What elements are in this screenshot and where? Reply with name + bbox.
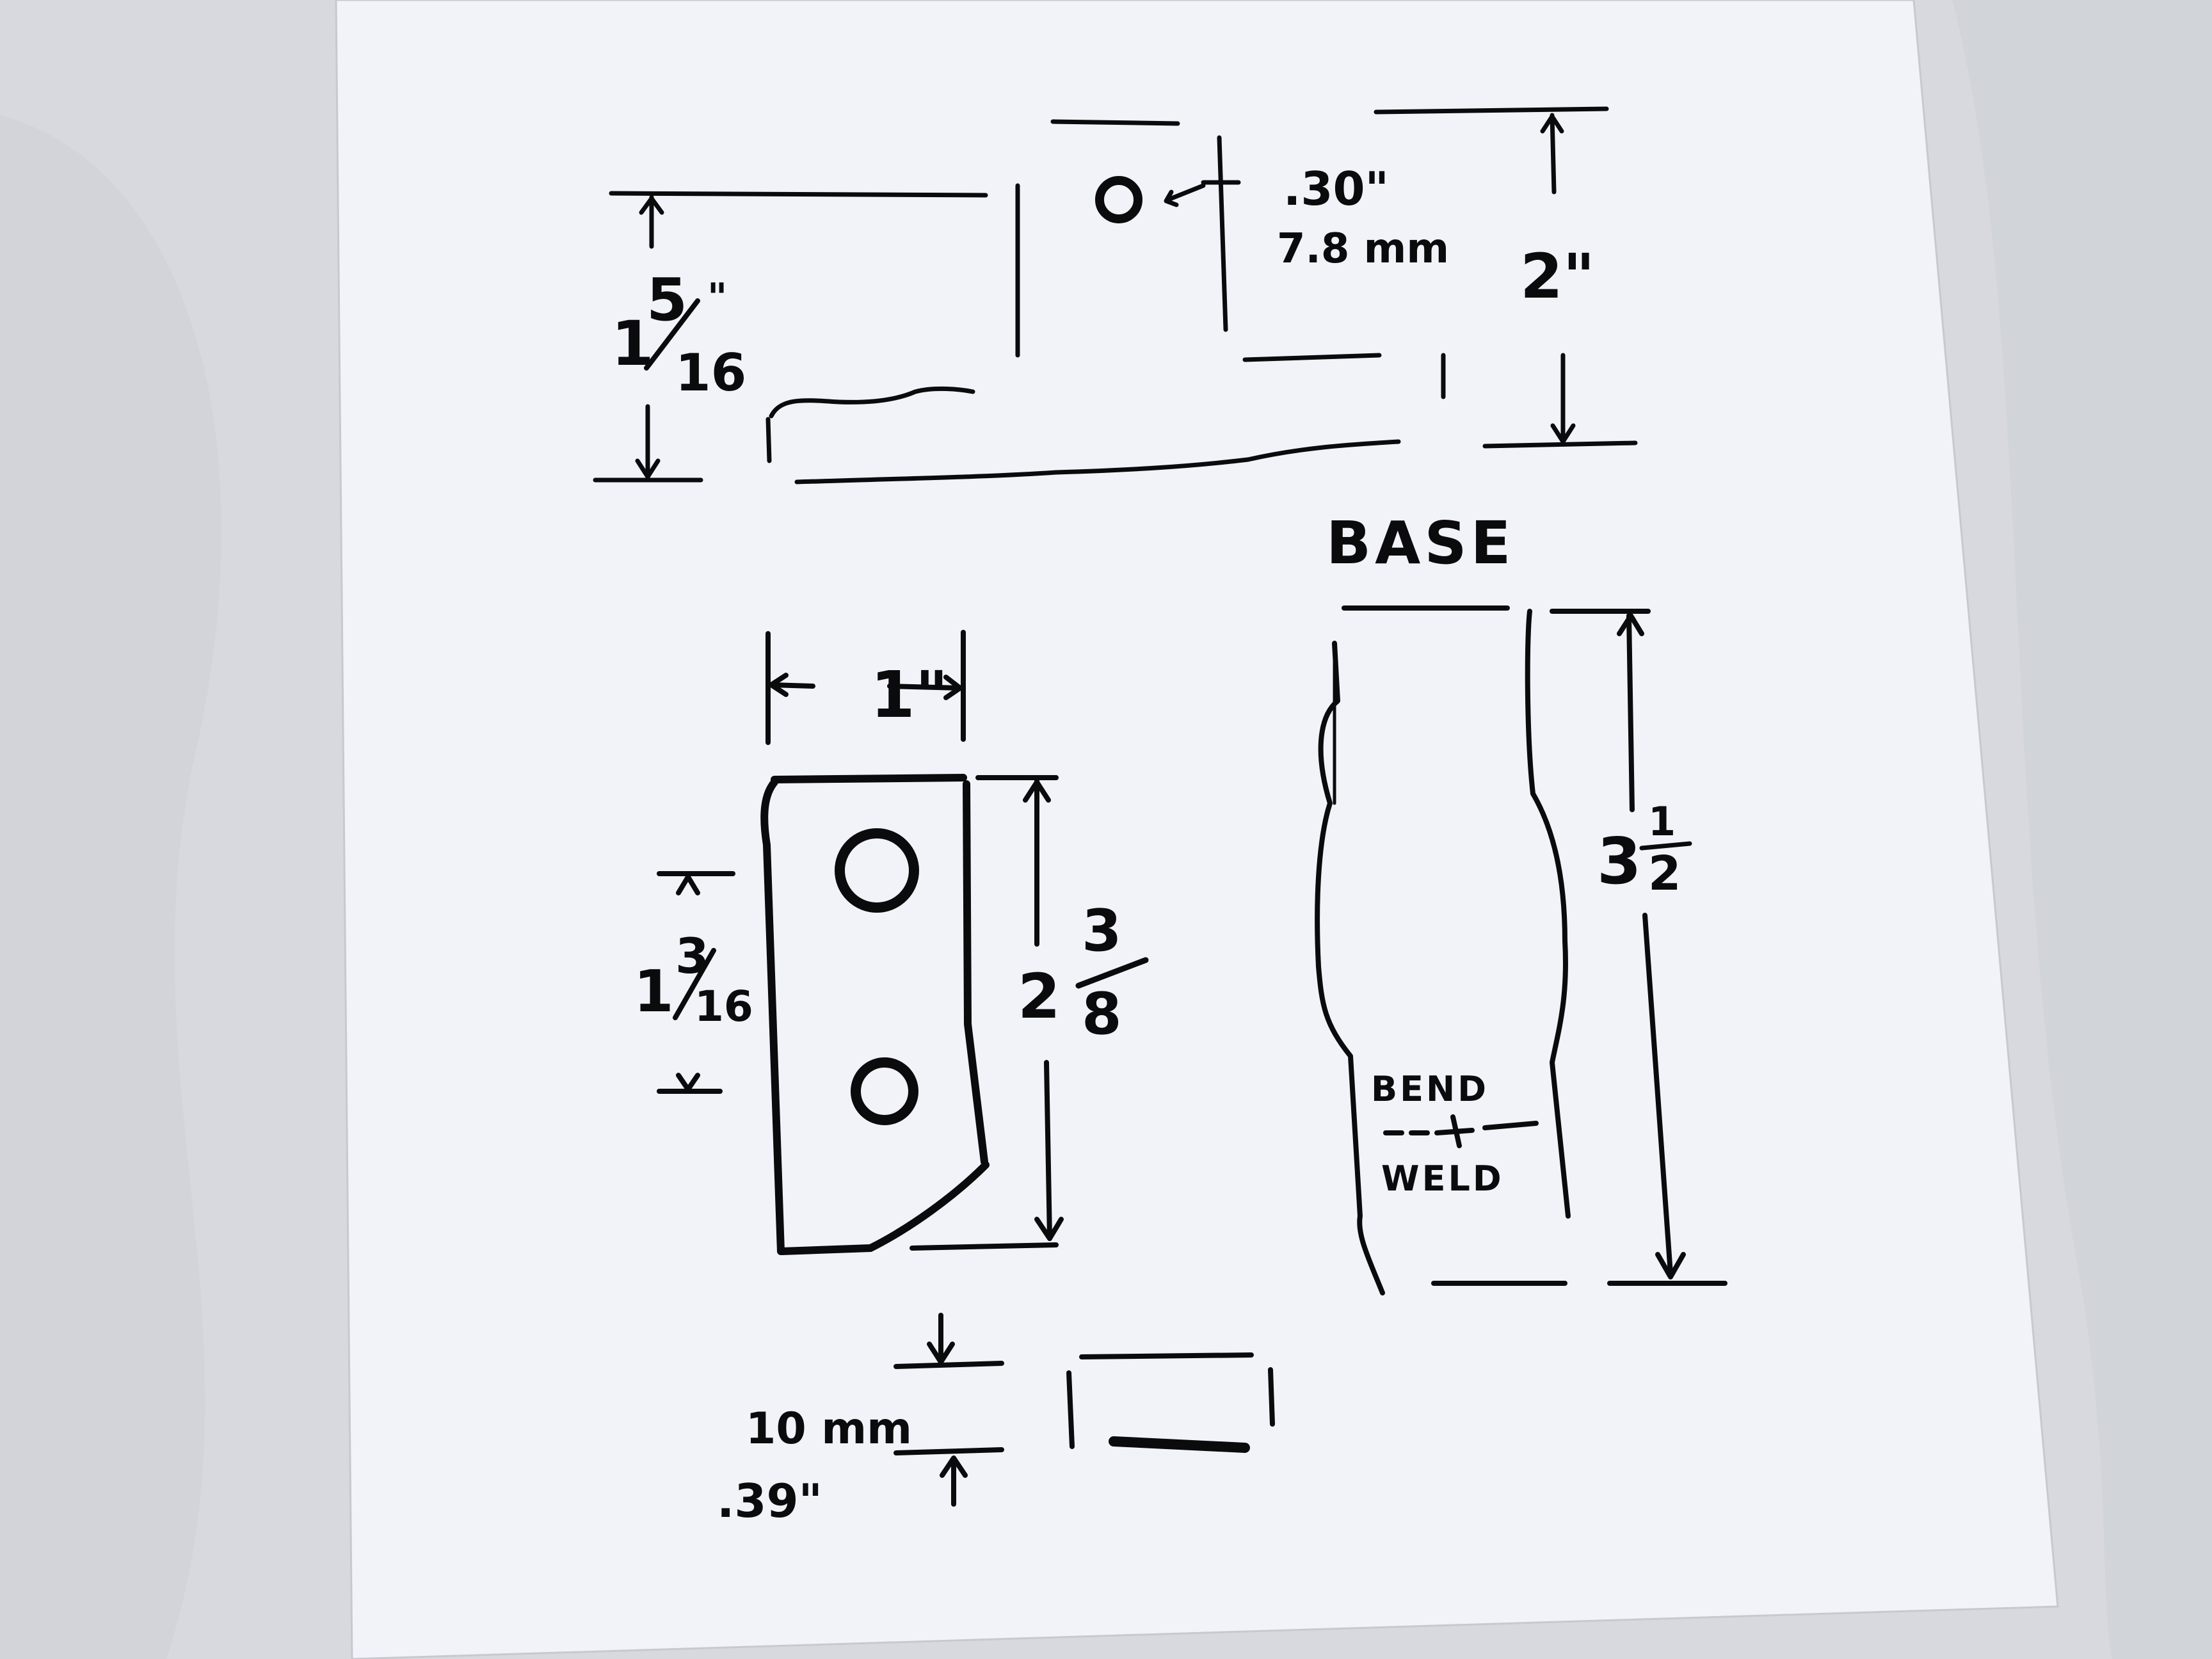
top-dimension-line-right xyxy=(1374,106,1609,115)
right-height-label: 2" xyxy=(1520,241,1595,312)
front-view-sketch xyxy=(657,630,1064,1255)
height-arrowhead-up xyxy=(1023,780,1051,803)
plate-bottom xyxy=(778,1161,990,1255)
height-whole: 2 xyxy=(1018,961,1061,1032)
thickness-arrowhead-down xyxy=(927,1342,955,1365)
arrowhead-down-left xyxy=(635,458,661,479)
section-left xyxy=(1066,1370,1075,1449)
plate-top xyxy=(771,774,967,783)
spacing-slash xyxy=(673,948,716,1020)
base-height-denominator: 2 xyxy=(1648,846,1681,901)
cloth-fold-right xyxy=(1952,0,2212,1659)
height-numerator: 3 xyxy=(1082,897,1122,965)
height-bottom-line xyxy=(910,1242,1059,1251)
thickness-mm-label: 10 mm xyxy=(746,1404,912,1454)
hole-diameter-inches: .30" xyxy=(1283,162,1389,216)
top-dimension-line-left xyxy=(609,191,988,198)
width-label: 1" xyxy=(870,657,949,732)
spacing-denominator: 16 xyxy=(694,982,753,1031)
thickness-inch-label: .39" xyxy=(717,1474,822,1528)
part-bottom-edge xyxy=(794,439,1401,485)
dim-arrow-up-right xyxy=(1550,113,1557,195)
cloth-fold xyxy=(0,115,221,1659)
section-right xyxy=(1268,1367,1275,1427)
width-arrow-right xyxy=(887,684,963,691)
height-arrowhead-down xyxy=(1034,1217,1064,1241)
base-right-edge xyxy=(1525,609,1571,1219)
spacing-arrowhead-down xyxy=(676,1073,700,1092)
plate-hole-top xyxy=(835,828,919,913)
base-arrowhead-up xyxy=(1617,613,1644,636)
bend-tick xyxy=(1450,1114,1462,1148)
thickness-sketch xyxy=(894,1313,1275,1507)
base-height-bar xyxy=(1639,841,1692,851)
spacing-arrowhead-up xyxy=(676,874,700,895)
arrowhead-up-right xyxy=(1540,114,1564,134)
height-denominator: 8 xyxy=(1082,981,1122,1048)
inch-mark: " xyxy=(707,275,727,320)
base-dim-arrow-down xyxy=(1642,913,1673,1276)
hole-spacing-label: 1 3 16 xyxy=(634,927,753,1031)
section-top xyxy=(1079,1352,1254,1359)
section-bottom xyxy=(1109,1436,1250,1453)
arrowhead-up-left xyxy=(639,196,664,215)
spacing-whole: 1 xyxy=(634,958,674,1025)
base-left-edge xyxy=(1315,641,1385,1295)
height-arrow-down xyxy=(1044,1060,1052,1241)
bend-label: BEND xyxy=(1371,1069,1489,1109)
plate-left xyxy=(760,778,785,1255)
hole-circle-top xyxy=(1095,176,1142,223)
fraction-denominator: 16 xyxy=(675,343,746,403)
base-view-sketch xyxy=(1315,605,1727,1295)
hole-top-line xyxy=(1050,119,1180,126)
thickness-bottom-line xyxy=(894,1447,1004,1455)
bend-dash-4 xyxy=(1482,1121,1539,1130)
top-view-sketch xyxy=(593,106,1638,485)
part-edge-wavy xyxy=(769,386,975,419)
base-arrowhead-down xyxy=(1655,1252,1686,1279)
part-inner-line xyxy=(1242,353,1382,362)
part-edge-left xyxy=(765,417,772,463)
paper-sheet xyxy=(336,0,2058,1659)
bottom-dimension-line-right xyxy=(1482,440,1638,449)
fraction-slash xyxy=(644,298,700,371)
hole-diameter-mm: 7.8 mm xyxy=(1277,225,1449,273)
hole-dimension-line xyxy=(1217,135,1228,332)
plate-height-label: 2 3 8 xyxy=(1018,897,1149,1048)
width-arrowhead-left xyxy=(769,673,789,697)
spacing-numerator: 3 xyxy=(675,927,709,984)
weld-label: WELD xyxy=(1381,1158,1504,1199)
width-arrowhead-right xyxy=(943,675,963,700)
hole-leader xyxy=(1166,183,1206,202)
paper-edge xyxy=(335,0,2059,1659)
arrowhead-down-right xyxy=(1550,423,1576,444)
base-height-numerator: 1 xyxy=(1648,798,1676,845)
plate-hole-bottom xyxy=(851,1057,918,1125)
left-height-label: 1 5 16 " xyxy=(611,266,746,403)
base-title: BASE xyxy=(1326,509,1514,577)
height-slash xyxy=(1075,957,1149,989)
hole-arrowhead xyxy=(1164,189,1179,207)
thickness-top-line xyxy=(894,1361,1004,1369)
base-height-whole: 3 xyxy=(1597,824,1642,899)
base-dim-arrow-up xyxy=(1626,613,1635,812)
plate-right xyxy=(963,780,988,1166)
base-height-label: 3 1 2 xyxy=(1597,798,1692,901)
width-arrow-left xyxy=(769,682,815,689)
thickness-arrowhead-up xyxy=(940,1455,968,1478)
